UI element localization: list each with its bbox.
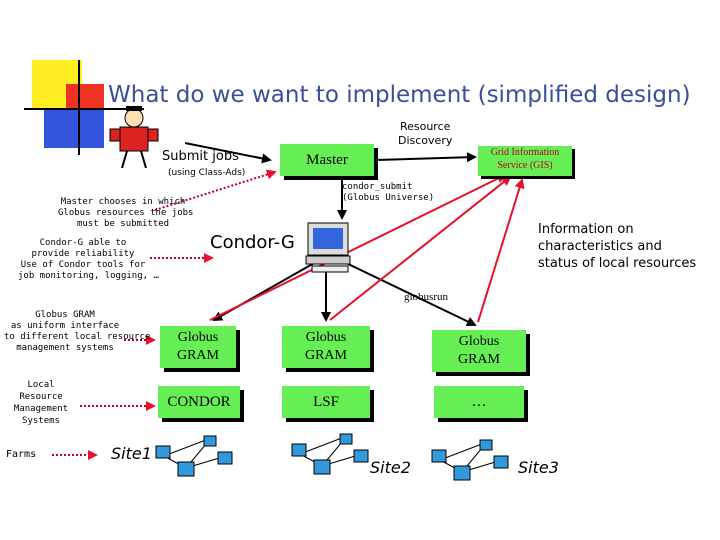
- deco-line-horizontal: [24, 108, 144, 110]
- page-title: What do we want to implement (simplified…: [108, 82, 691, 108]
- condor-g-able-note: Condor-G able to provide reliability Use…: [18, 238, 159, 281]
- using-class-ads-label: (using Class-Ads): [168, 168, 246, 178]
- dotted-arrow-master-chooses: [154, 169, 277, 211]
- master-chooses-note: Master chooses in which Globus resources…: [58, 197, 194, 229]
- arrow-red-gram2-to-gis: [329, 175, 512, 321]
- condor-box: CONDOR: [158, 386, 240, 418]
- farms-note: Farms: [6, 449, 37, 460]
- information-note: Information on characteristics and statu…: [538, 222, 697, 271]
- arrow-master-to-gis: [374, 152, 477, 163]
- condor-g-label: Condor-G: [210, 232, 295, 253]
- site1-label: Site1: [111, 444, 152, 463]
- condor-submit-label: condor_submit (Globus Universe): [342, 182, 435, 203]
- globus-gram-box-2: Globus GRAM: [282, 326, 370, 368]
- farm-site3-icon: [431, 439, 509, 481]
- ellipsis-box: …: [434, 386, 524, 418]
- user-figure-icon: [109, 106, 159, 169]
- farm-site2-icon: [291, 433, 369, 475]
- site3-label: Site3: [518, 458, 559, 477]
- arrow-person-to-master: [184, 142, 272, 164]
- gis-box: Grid Information Service (GIS): [478, 146, 572, 176]
- deco-blue-square: [44, 108, 104, 148]
- globus-gram-note: Globus GRAM as uniform interface to diff…: [4, 310, 151, 353]
- arrow-condorg-to-gram3: [343, 261, 477, 327]
- resource-discovery-label: Resource Discovery: [398, 120, 453, 147]
- deco-line-vertical: [78, 60, 80, 155]
- globus-gram-box-1: Globus GRAM: [160, 326, 236, 368]
- globus-gram-box-3: Globus GRAM: [432, 330, 526, 372]
- master-box: Master: [280, 144, 374, 176]
- site2-label: Site2: [370, 458, 411, 477]
- farm-site1-icon: [155, 435, 233, 477]
- lsf-box: LSF: [282, 386, 370, 418]
- computer-icon: [305, 222, 351, 273]
- arrow-red-gram1-to-gis: [209, 174, 507, 321]
- arrow-red-gram3-to-gis: [477, 178, 525, 323]
- globusrun-label: globusrun: [404, 291, 448, 303]
- lrms-note: Local Resource Management Systems: [13, 380, 69, 426]
- submit-jobs-label: Submit jobs: [162, 149, 239, 164]
